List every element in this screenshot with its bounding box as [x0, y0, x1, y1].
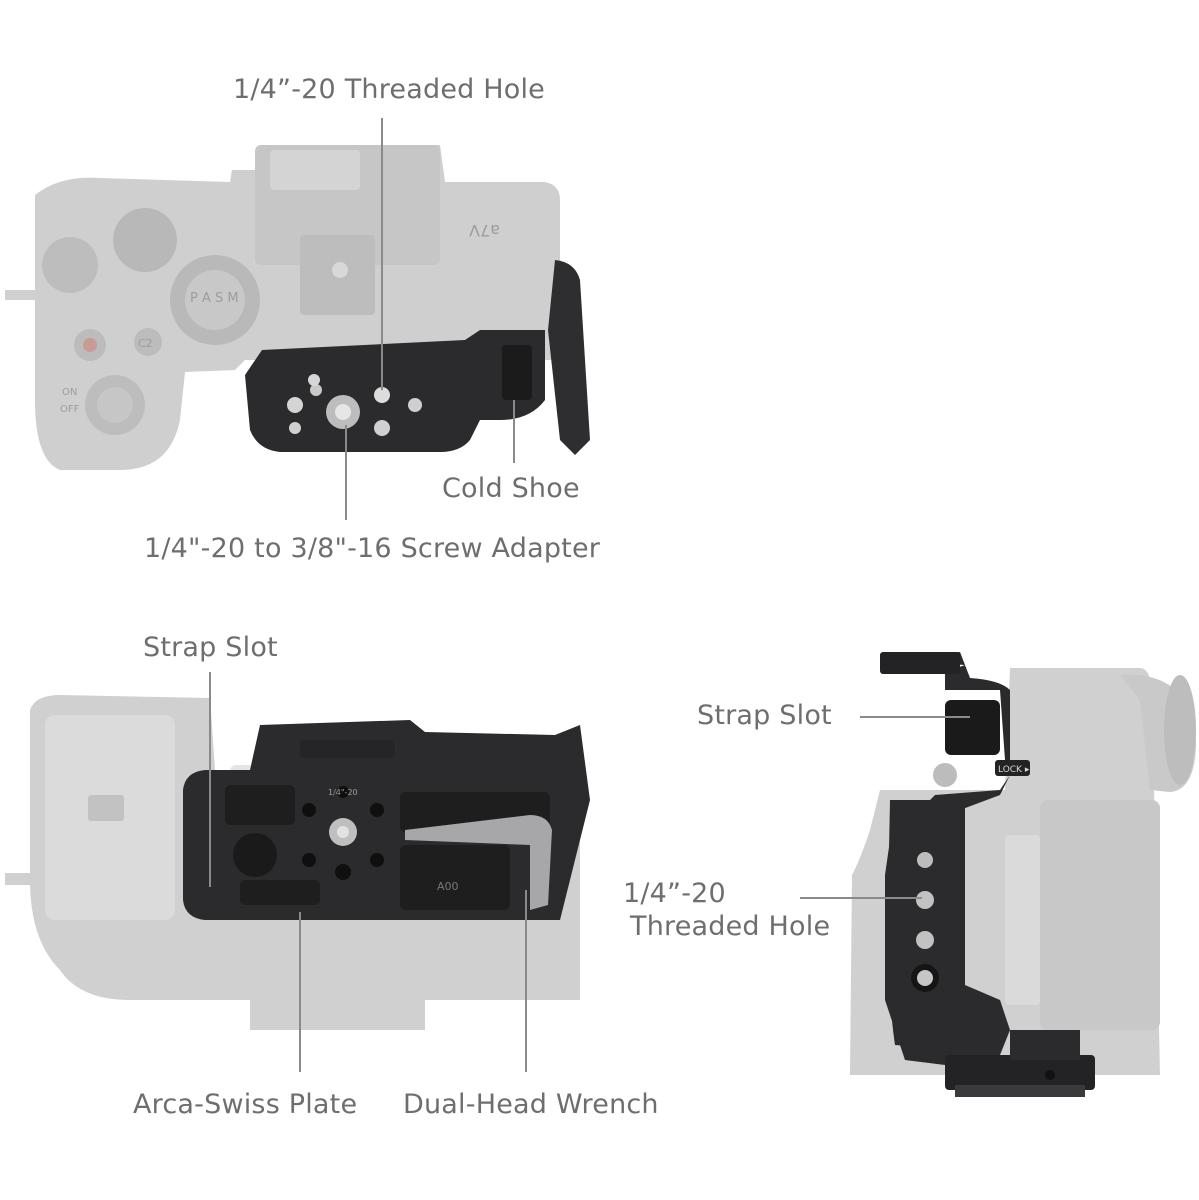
leader-threaded-hole-top [381, 118, 383, 390]
c2-marking: C2 [138, 337, 153, 350]
dial-modes-marking: P A S M [190, 291, 239, 306]
label-wrench: Dual-Head Wrench [403, 1089, 659, 1120]
model-marking: a7V [469, 221, 500, 240]
leader-screw-adapter [345, 425, 347, 520]
label-threaded-hole-side-line2: Threaded Hole [630, 911, 831, 942]
label-arca-plate: Arca-Swiss Plate [133, 1089, 358, 1120]
cage-side-frame: LOCK ▸ [880, 652, 1095, 1097]
leader-strap-slot-side [860, 716, 970, 718]
label-strap-slot-bottom: Strap Slot [143, 632, 278, 663]
label-strap-slot-side: Strap Slot [697, 700, 832, 731]
label-cold-shoe: Cold Shoe [442, 473, 580, 504]
on-marking: ON [62, 387, 77, 398]
thread-marking: 1/4"-20 [328, 788, 358, 797]
cage-top-plate [245, 260, 590, 455]
label-threaded-hole-side-line1: 1/4”-20 [623, 878, 726, 909]
leader-threaded-hole-side [800, 897, 922, 899]
cage-bottom-plate: 1/4"-20 A00 [183, 720, 590, 920]
leader-strap-slot-bottom [209, 672, 211, 887]
camera-top-view: a7V ON OFF C2 P A S M [5, 145, 560, 470]
label-threaded-hole-top: 1/4”-20 Threaded Hole [233, 74, 545, 105]
off-marking: OFF [60, 404, 80, 415]
plate-code-marking: A00 [437, 880, 459, 893]
lock-marking: LOCK ▸ [998, 765, 1030, 775]
leader-cold-shoe [513, 400, 515, 463]
leader-wrench [525, 890, 527, 1072]
label-screw-adapter: 1/4"-20 to 3/8"-16 Screw Adapter [144, 533, 601, 564]
leader-arca-plate [299, 912, 301, 1072]
